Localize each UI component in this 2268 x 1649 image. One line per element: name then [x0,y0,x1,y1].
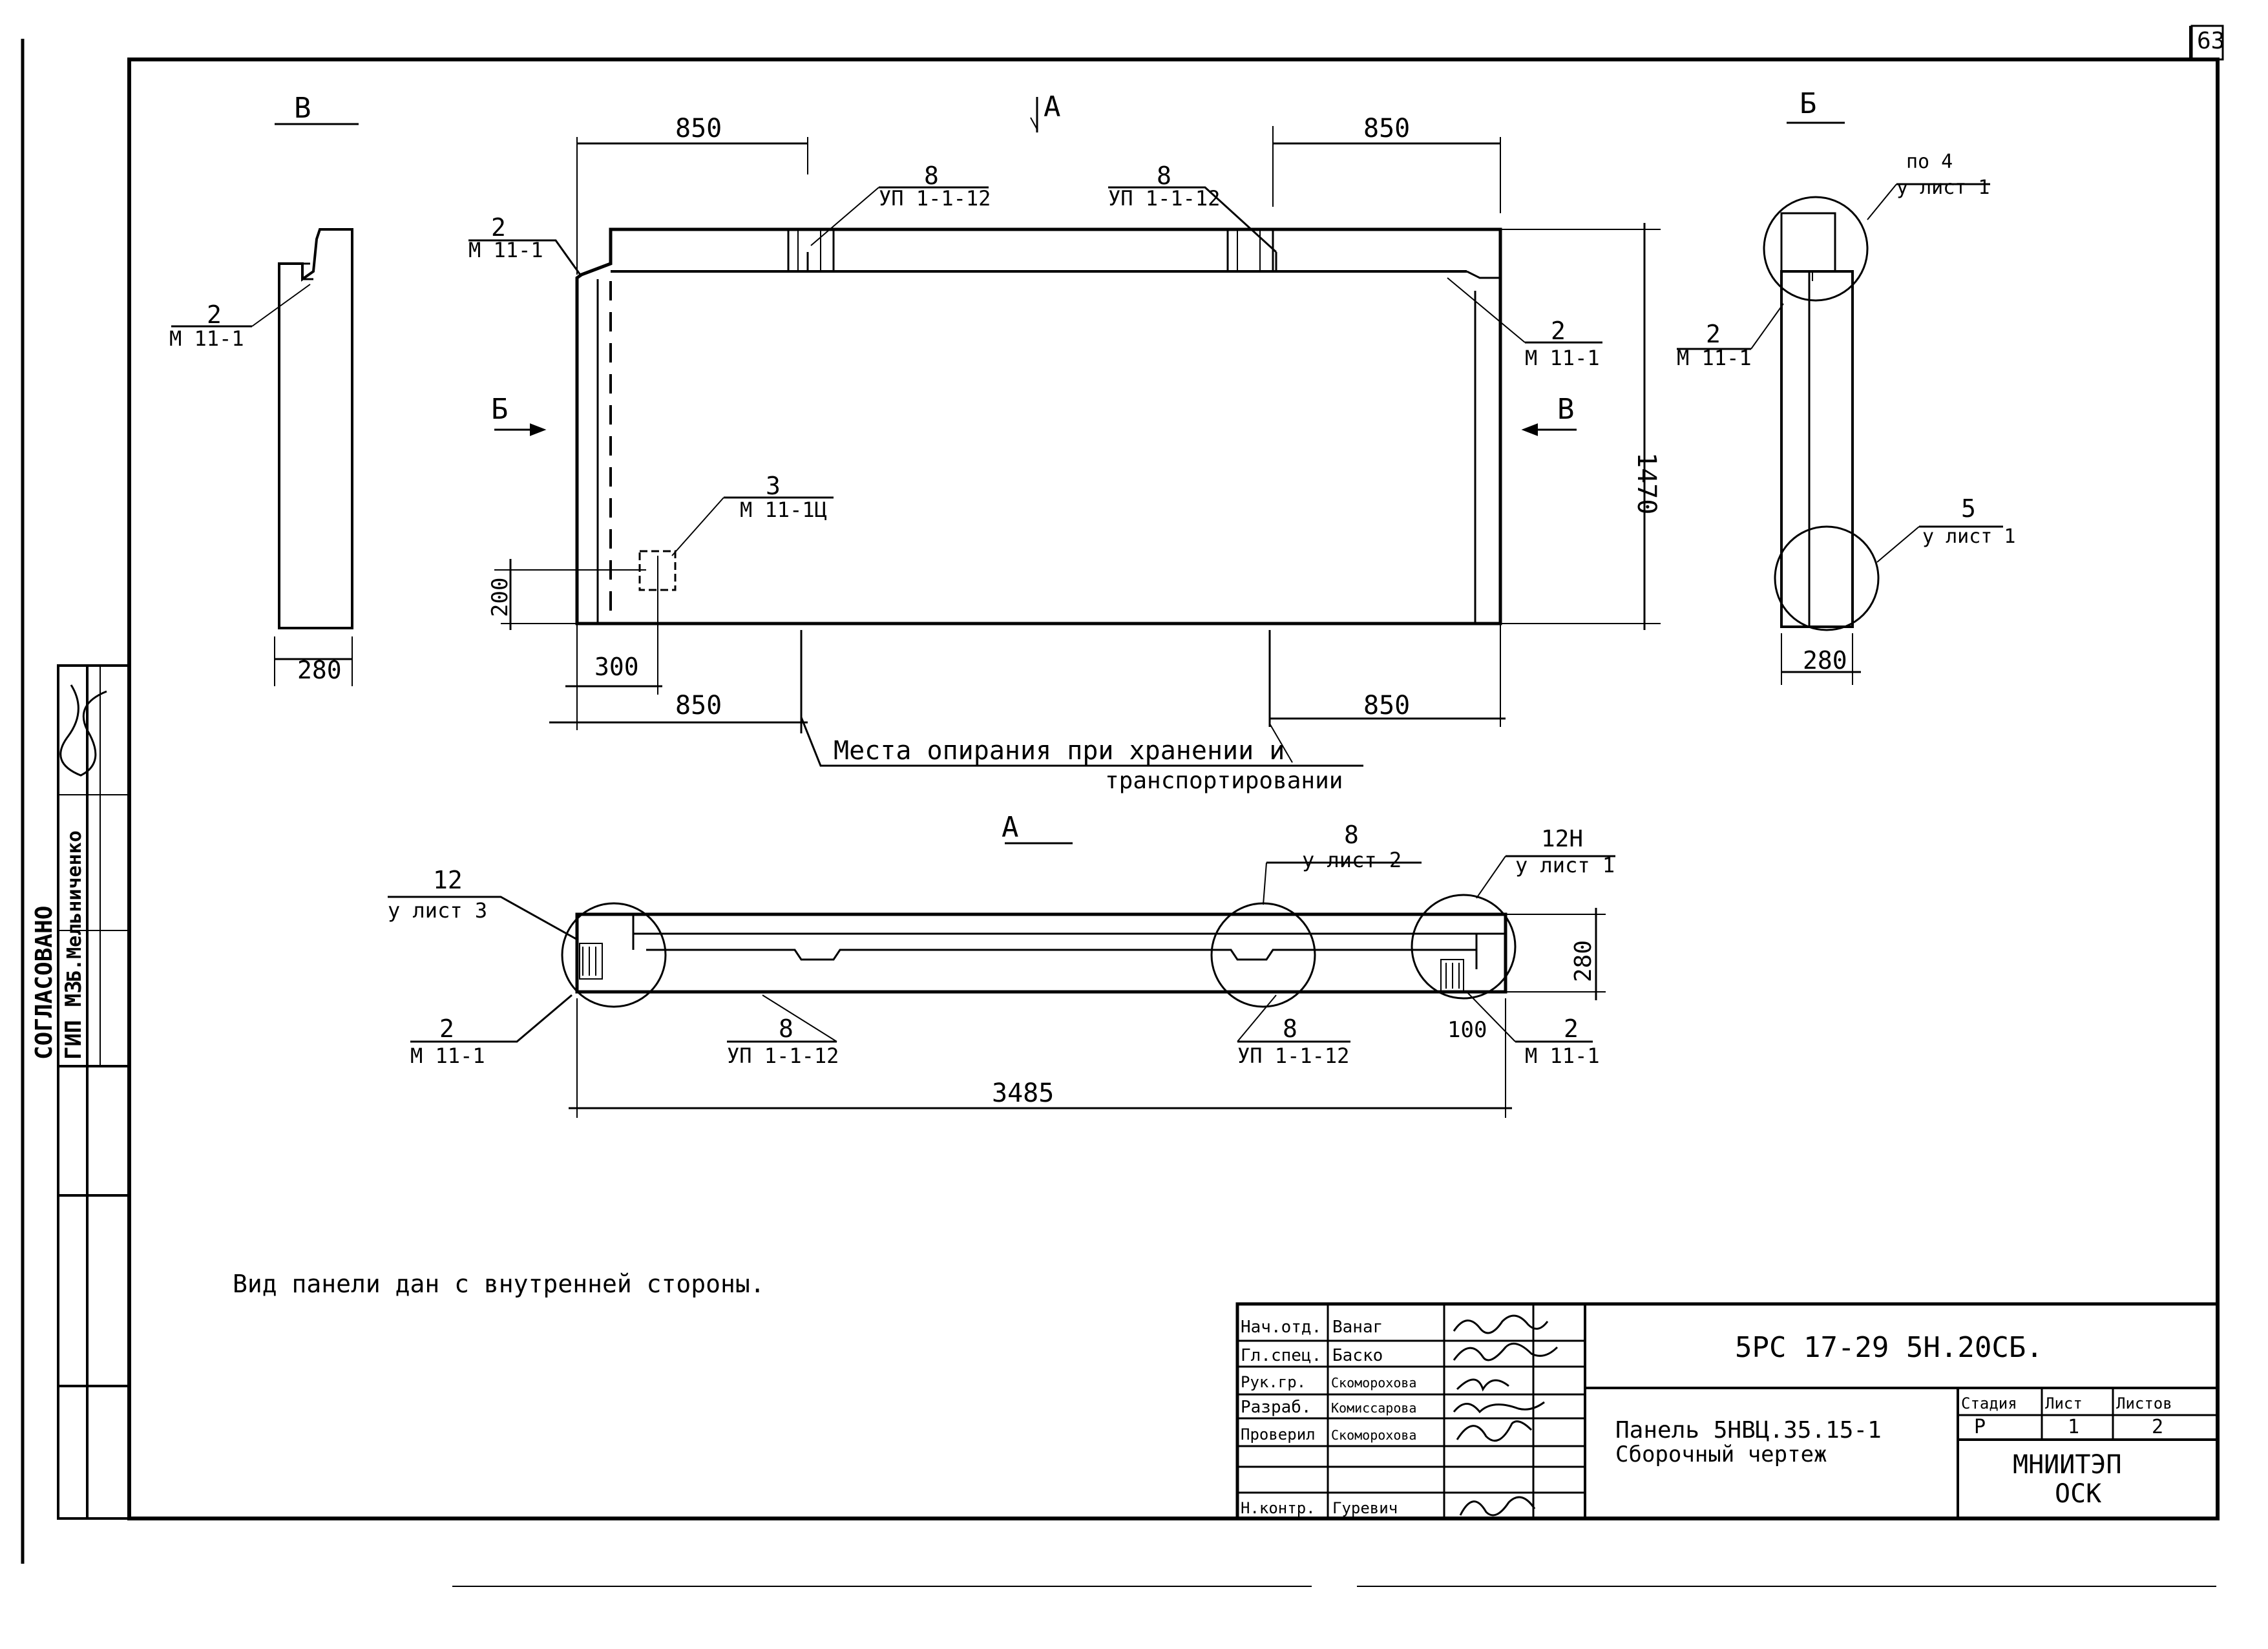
sheets-header: Листов [2116,1394,2172,1413]
callout-number: 5 [1961,494,1976,523]
staff-role: Проверил [1241,1425,1316,1444]
callout-mark: М 11-1 [169,326,244,351]
signature-mark [1453,1401,1545,1414]
callout-number: 8 [779,1014,793,1043]
signature-mark [1453,1342,1559,1361]
callout-number: 2 [1564,1014,1579,1043]
section-marker: А [1044,90,1061,123]
callout-number: 2 [207,300,222,329]
signature-mark [59,684,107,777]
callout-number: 8 [1344,821,1359,849]
sheet-value: 1 [2068,1416,2079,1438]
staff-name: Ванаг [1332,1318,1383,1337]
staff-name: Скоморохова [1331,1427,1416,1443]
callout-number: 8 [924,162,939,190]
dimension-label: 100 [1447,1017,1487,1043]
support-note: транспортировании [1105,768,1343,794]
callout-number: 8 [1157,162,1171,190]
organization: МНИИТЭП [2013,1450,2122,1480]
callout-number: 2 [1706,320,1721,348]
callout-mark: М 11-1Ц [740,498,827,522]
signature-mark [1453,1314,1549,1334]
view-note: Вид панели дан с внутренней стороны. [233,1270,765,1298]
dimension-label: 850 [1363,691,1410,720]
staff-name: Скоморохова [1331,1375,1416,1391]
view-arrow-label: В [1557,393,1575,426]
staff-name: Баско [1332,1346,1383,1365]
dimension-label: 280 [1570,940,1597,982]
dimension-label: 3485 [992,1078,1054,1108]
callout-number: 2 [491,213,506,242]
signature-mark [1456,1420,1533,1442]
staff-role: Гл.спец. [1241,1346,1321,1365]
callout-mark: у лист 1 [1922,525,2016,548]
panel-front-outline [575,227,1502,625]
callout-mark: М 11-1 [1525,1044,1600,1068]
sheet-header: Лист [2045,1394,2083,1413]
callout-mark: УП 1-1-12 [879,186,991,211]
callout-mark: у лист 1 [1515,853,1615,877]
stage-header: Стадия [1961,1394,2017,1413]
title-block [1235,1302,2220,1520]
dimension-label: 850 [1363,114,1410,143]
approval-role: ГИП МЗ [61,980,87,1060]
staff-role: Разраб. [1241,1398,1312,1417]
organization-division: ОСК [2055,1479,2101,1509]
staff-name: Комиссарова [1331,1400,1416,1416]
dimension-label: 200 [487,578,513,617]
callout-mark: УП 1-1-12 [1108,186,1220,211]
staff-role: Рук.гр. [1241,1373,1306,1391]
side-view-label: В [294,92,311,125]
callout-mark: М 11-1 [468,238,543,262]
staff-role: Н.контр. [1241,1499,1316,1517]
callout-number: 12Н [1541,826,1583,852]
drawing-name: Панель 5НВЦ.35.15-1 [1615,1417,1882,1444]
support-note: Места опирания при хранении и [834,736,1285,766]
staff-name: Гуревич [1332,1499,1398,1517]
plan-view-label: А [1002,811,1019,844]
dimension-label: 280 [1803,646,1847,675]
approval-title: СОГЛАСОВАНО [31,906,58,1060]
callout-mark: у лист 3 [388,898,487,923]
callout-mark: М 11-1 [410,1044,485,1068]
signature-mark [1459,1496,1536,1517]
stage-value: Р [1974,1416,1986,1438]
sheets-value: 2 [2152,1416,2163,1438]
callout-mark: М 11-1 [1677,346,1752,370]
drawing-type: Сборочный чертеж [1615,1442,1827,1467]
plan-view-a-outline [575,912,1507,994]
callout-number: 2 [439,1014,454,1043]
side-view-label: Б [1800,87,1817,120]
staff-role: Нач.отд. [1241,1318,1321,1337]
callout-number: 12 [433,866,463,894]
callout-number: 3 [766,472,781,500]
sheet-number: 63 [2197,28,2225,54]
callout-number: 8 [1283,1014,1297,1043]
signature-mark [1456,1378,1509,1392]
side-view-v-outline [1780,270,1854,628]
callout-mark: УП 1-1-12 [727,1044,839,1068]
approval-name: Б.Мельниченко [63,830,86,982]
document-code: 5РС 17-29 5Н.20СБ. [1735,1331,2043,1364]
callout-mark: УП 1-1-12 [1237,1044,1349,1068]
side-view-b-outline [278,228,353,629]
view-arrow-label: Б [491,393,509,426]
callout-number: 2 [1551,317,1566,345]
dimension-label: 850 [675,691,722,720]
callout-mark: у лист 1 [1896,176,1990,199]
dimension-label: 850 [675,114,722,143]
dimension-label: 1470 [1632,452,1661,514]
dimension-label: 280 [297,656,342,684]
callout-number: по 4 [1906,151,1953,173]
dimension-label: 300 [594,653,639,681]
callout-mark: у лист 2 [1302,848,1402,872]
callout-mark: М 11-1 [1525,346,1600,370]
approval-strip [57,664,131,1520]
